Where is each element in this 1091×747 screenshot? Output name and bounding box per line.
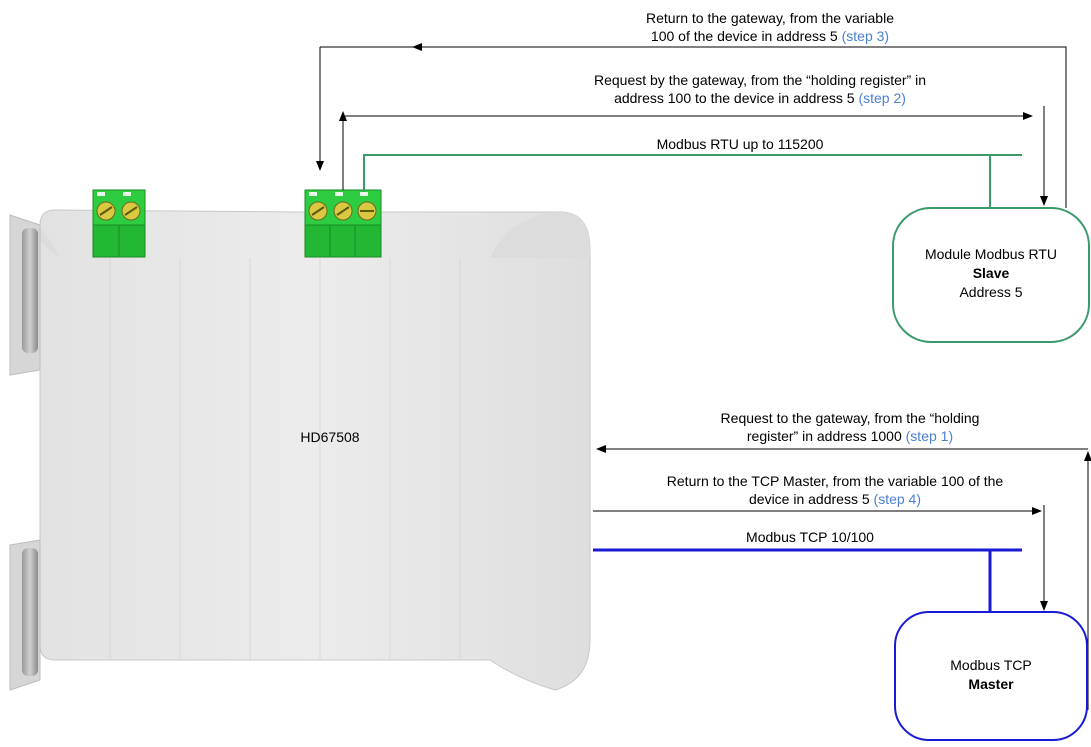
step4-label: Return to the TCP Master, from the varia…: [600, 472, 1070, 508]
slave-module-line2: Slave: [893, 264, 1089, 283]
master-module-line2-bold: Master: [968, 676, 1014, 692]
slave-module-box: [892, 207, 1090, 343]
step3-label-line2-text: 100 of the device in address 5: [650, 28, 838, 44]
step1-label-line2: register” in address 1000 (step 1): [620, 427, 1080, 445]
arrow-step3: [412, 43, 1067, 208]
device-ribs: [109, 258, 461, 660]
step4-label-line2: device in address 5 (step 4): [600, 490, 1070, 508]
master-module-line1: Modbus TCP: [950, 657, 1032, 673]
tcp-bus-label: Modbus TCP 10/100: [746, 529, 874, 545]
step2-label-line2-text: address 100 to the device in address 5: [614, 90, 855, 106]
step1-label-line1: Request to the gateway, from the “holdin…: [720, 410, 980, 426]
device-top-bevel: [10, 212, 590, 258]
slave-module-text: Module Modbus RTU Slave Address 5: [893, 245, 1089, 302]
din-rail-slot-bottom: [22, 548, 38, 676]
slave-module-line2-bold: Slave: [972, 265, 1010, 281]
step2-label-line2: address 100 to the device in address 5 (…: [520, 89, 1000, 107]
device-name: HD67508: [300, 429, 360, 445]
step3-label-line1: Return to the gateway, from the variable: [646, 10, 894, 26]
device-body: [39, 209, 591, 691]
step2-tag: (step 2): [858, 90, 906, 106]
step3-label: Return to the gateway, from the variable…: [560, 9, 980, 45]
slave-module-line3: Address 5: [959, 284, 1023, 300]
rtu-bus-label: Modbus RTU up to 115200: [656, 136, 824, 152]
terminal-block-rs485: [304, 189, 382, 258]
step4-label-line2-text: device in address 5: [749, 491, 870, 507]
step1-label-line2-text: register” in address 1000: [746, 428, 902, 444]
step1-label: Request to the gateway, from the “holdin…: [620, 409, 1080, 445]
tcp-bus-line: [593, 548, 1022, 611]
terminal-block-power: [92, 189, 146, 258]
master-module-text: Modbus TCP Master: [895, 656, 1087, 694]
rtu-bus-line: [363, 154, 1022, 207]
step2-label-line1: Request by the gateway, from the “holdin…: [593, 72, 927, 88]
step4-label-line1: Return to the TCP Master, from the varia…: [666, 473, 1004, 489]
step3-tag: (step 3): [841, 28, 890, 44]
slave-module-line1: Module Modbus RTU: [924, 246, 1058, 262]
din-rail-slot-top: [22, 228, 38, 353]
device-housing: [9, 209, 591, 691]
step2-label: Request by the gateway, from the “holdin…: [520, 71, 1000, 107]
master-module-box: [894, 611, 1088, 741]
step3-label-line2: 100 of the device in address 5 (step 3): [560, 27, 980, 45]
step4-tag: (step 4): [873, 491, 921, 507]
master-module-line2: Master: [895, 675, 1087, 694]
step1-tag: (step 1): [905, 428, 954, 444]
